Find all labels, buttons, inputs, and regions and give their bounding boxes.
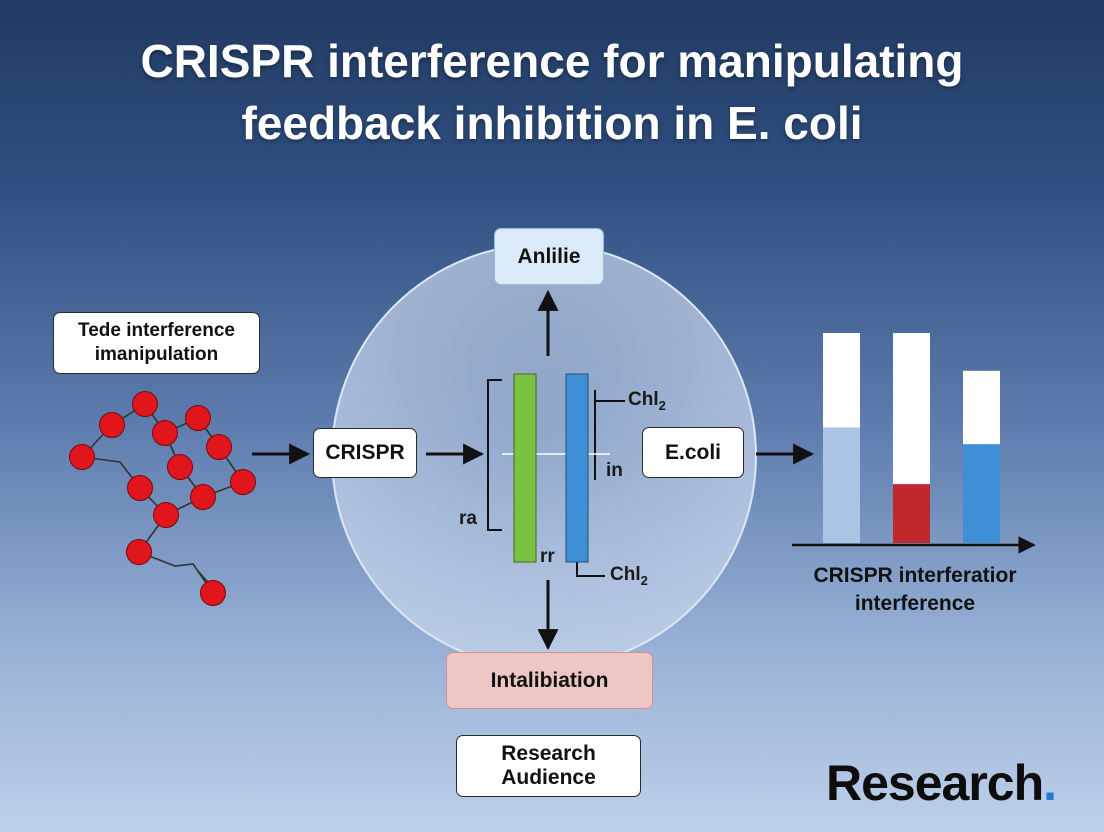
label-right-top-sub: 2 [658, 397, 666, 413]
bar-2-upper [893, 333, 930, 485]
brand-text: Research [826, 755, 1044, 811]
chart-bars [823, 333, 1000, 543]
chart-caption: CRISPR interferatior interference [790, 562, 1040, 618]
manipulation-box-line-1: Tede interference [78, 320, 235, 341]
green-strand [513, 373, 537, 563]
label-right-bottom-text: Chl [610, 564, 641, 585]
molecule-atoms [69, 391, 256, 606]
bottom-box-label: Intalibiation [490, 668, 609, 692]
bar-1-lower [823, 427, 860, 543]
blue-strand [565, 373, 589, 563]
audience-box-line-1: Research [501, 742, 596, 765]
crispr-box-label: CRISPR [325, 441, 405, 464]
label-right-bottom: Chl2 [610, 564, 648, 588]
label-left: ra [459, 508, 477, 529]
bottom-box: Intalibiation [446, 652, 653, 709]
bar-2-lower [893, 484, 930, 543]
chart-caption-line-2: interference [854, 592, 976, 615]
bar-3-upper [963, 370, 1000, 445]
manipulation-box: Tede interference imanipulation [53, 312, 260, 374]
title-line-2: feedback inhibition in E. coli [241, 97, 863, 149]
audience-box: Research Audience [456, 735, 641, 797]
bar-1-upper [823, 333, 860, 428]
page-title: CRISPR interference for manipulating fee… [0, 30, 1104, 154]
crispr-box: CRISPR [313, 428, 417, 478]
title-line-1: CRISPR interference for manipulating [140, 35, 964, 87]
label-right-top-text: Chl [628, 389, 659, 410]
chart-caption-line-1: CRISPR interferatior [813, 564, 1017, 587]
brand-logo: Research. [826, 754, 1057, 812]
ecoli-box-label: E.coli [664, 440, 722, 464]
label-right-mid: in [606, 460, 623, 481]
label-right-top: Chl2 [628, 389, 666, 413]
label-bottom: rr [540, 546, 555, 567]
label-right-bottom-sub: 2 [640, 572, 648, 588]
brand-dot: . [1043, 755, 1057, 811]
top-box-label: Anlilie [517, 244, 581, 268]
manipulation-box-line-2: imanipulation [94, 344, 219, 365]
bar-3-lower [963, 444, 1000, 543]
mechanism-brackets [487, 379, 625, 577]
top-box: Anlilie [494, 228, 604, 285]
audience-box-line-2: Audience [501, 766, 596, 789]
ecoli-box: E.coli [642, 427, 744, 478]
